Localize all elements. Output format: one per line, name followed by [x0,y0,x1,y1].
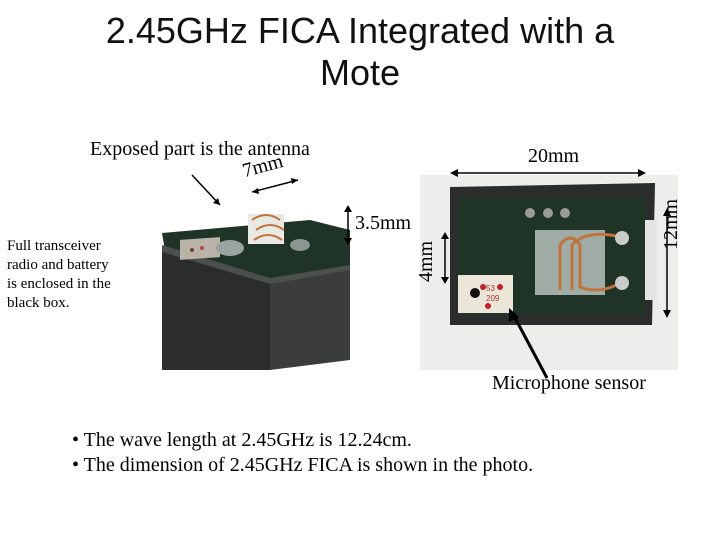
enclosure-note-line: Full transceiver [7,238,101,254]
bullet-list: • The wave length at 2.45GHz is 12.24cm.… [72,428,533,478]
bullet-item: • The wave length at 2.45GHz is 12.24cm. [72,429,412,451]
chip-label: 209 [486,294,500,303]
microphone-caption: Microphone sensor [492,372,646,394]
height-dimension-arrow [344,205,352,245]
microphone-pointer-arrow [509,308,549,379]
slide-title-line-1: 2.45GHz FICA Integrated with a [105,10,615,51]
mote-box-illustration [150,190,360,370]
length-dimension-arrow [450,169,646,177]
width-label: 12mm [660,198,682,250]
enclosure-note: Full transceiver radio and battery is en… [7,237,111,313]
antenna-caption: Exposed part is the antenna [90,138,310,160]
mote-top-photo: 53 209 [420,175,678,370]
mote-side-photo [150,190,360,370]
antenna-height-label: 3.5mm [355,212,412,234]
small-dimension-label: 4mm [415,240,437,282]
annotation-arrows [191,174,299,206]
slide-title-line-2: Mote [319,52,401,93]
enclosure-note-line: is enclosed in the [7,276,111,292]
chip-label: 53 [486,284,495,293]
enclosure-note-line: black box. [7,295,70,311]
length-label: 20mm [528,145,580,167]
width-dimension-arrow [663,208,671,318]
enclosure-note-line: radio and battery [7,257,109,273]
mote-top-illustration: 53 209 [420,175,678,370]
small-dimension-arrow [441,232,449,284]
slide-title: 2.45GHz FICA Integrated with a Mote [40,10,680,94]
bullet-item: • The dimension of 2.45GHz FICA is shown… [72,454,534,476]
